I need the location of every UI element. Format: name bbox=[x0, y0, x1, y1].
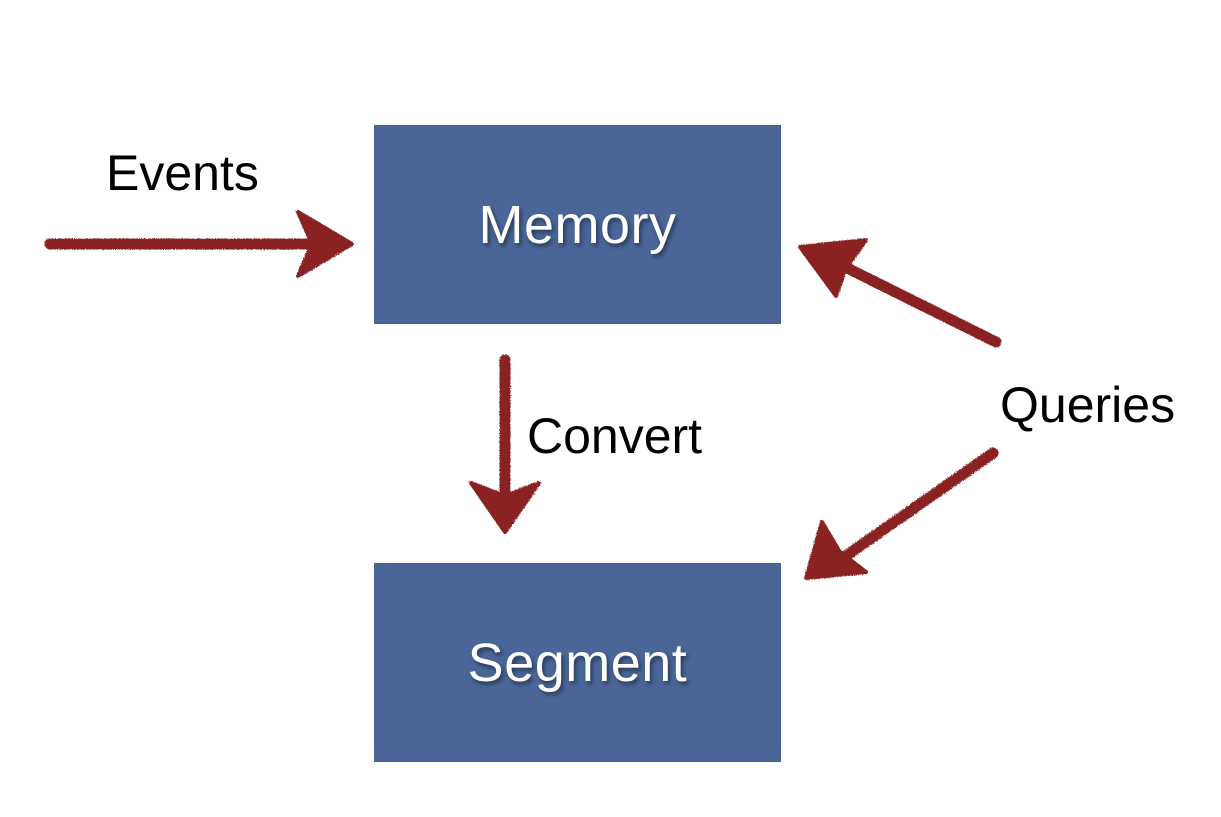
events-arrow bbox=[44, 210, 354, 278]
memory-node-label: Memory bbox=[478, 194, 677, 255]
queries-to-segment-arrow bbox=[804, 447, 999, 580]
segment-node-label: Segment bbox=[467, 632, 688, 693]
queries-label: Queries bbox=[1000, 377, 1176, 433]
convert-arrow bbox=[469, 354, 541, 534]
queries-to-memory-arrow bbox=[798, 238, 1002, 348]
convert-label: Convert bbox=[527, 408, 703, 464]
events-label: Events bbox=[106, 145, 259, 201]
memory-node: Memory bbox=[374, 125, 781, 324]
segment-node: Segment bbox=[374, 563, 781, 762]
